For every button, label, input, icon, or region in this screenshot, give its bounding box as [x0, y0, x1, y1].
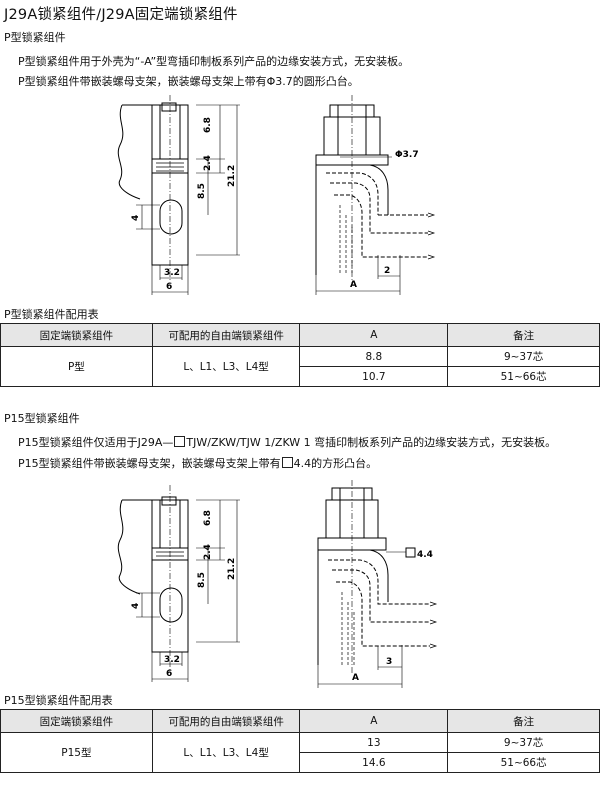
square-symbol-icon [281, 457, 293, 468]
note-cell: 51~66芯 [447, 366, 600, 387]
table-row: P型 L、L1、L3、L4型 8.8 9~37芯 [0, 346, 600, 387]
p15-line1-part-a: P15型锁紧组件仅适用于J29A— [18, 436, 174, 449]
column-header: A [299, 709, 449, 733]
p15-dim-2-4: 2.4 [203, 544, 213, 560]
table-header-row: 固定端锁紧组件 可配用的自由端锁紧组件 A 备注 [0, 323, 600, 347]
p-dim-6-8: 6.8 [203, 117, 213, 133]
p-config-table: 固定端锁紧组件 可配用的自由端锁紧组件 A 备注 P型 L、L1、L3、L4型 … [0, 323, 600, 387]
fixed-end-type-cell: P15型 [0, 732, 153, 773]
p15-dim-3-2: 3.2 [164, 655, 180, 665]
p-dim-a: A [350, 280, 357, 290]
table-row: 10.7 51~66芯 [1, 366, 600, 387]
page-title: J29A锁紧组件/J29A固定端锁紧组件 [4, 7, 238, 23]
table-row: 14.6 51~66芯 [1, 752, 600, 773]
p-dim-phi-3-7: Φ3.7 [395, 150, 419, 160]
column-header: 可配用的自由端锁紧组件 [151, 323, 301, 347]
column-header: 固定端锁紧组件 [0, 709, 153, 733]
fixed-end-type-cell: P型 [0, 346, 153, 387]
p-dim-2-4: 2.4 [203, 155, 213, 171]
p-dim-4: 4 [131, 215, 141, 221]
p15-description-line1: P15型锁紧组件仅适用于J29A— TJW/ZKW/TJW 1/ZKW 1 弯插印… [18, 434, 556, 450]
p15-dim-6: 6 [166, 669, 172, 679]
p-dim-3-2: 3.2 [164, 268, 180, 278]
p15-line1-part-b: TJW/ZKW/TJW 1/ZKW 1 弯插印制板系列产品的边缘安装方式，无安装… [186, 436, 557, 449]
column-header: 备注 [447, 323, 600, 347]
note-cell: 9~37芯 [447, 732, 600, 753]
p-dim-2: 2 [384, 266, 390, 276]
free-end-types-cell: L、L1、L3、L4型 [151, 732, 301, 773]
p-description-line2: P型锁紧组件带嵌装螺母支架，嵌装螺母支架上带有Φ3.7的圆形凸台。 [18, 75, 359, 88]
p-dim-6: 6 [166, 282, 172, 292]
table-header-row: 固定端锁紧组件 可配用的自由端锁紧组件 A 备注 [0, 709, 600, 733]
p-side-view-drawing: 6.8 2.4 21.2 8.5 4 3.2 6 [117, 95, 240, 295]
p-dim-8-5: 8.5 [197, 183, 207, 199]
p-dim-21-2: 21.2 [227, 165, 237, 187]
p-table-caption: P型锁紧组件配用表 [4, 308, 99, 321]
column-header: 固定端锁紧组件 [0, 323, 153, 347]
p-section-heading: P型锁紧组件 [4, 31, 66, 44]
p15-description-line2: P15型锁紧组件带嵌装螺母支架，嵌装螺母支架上带有 4.4的方形凸台。 [18, 455, 377, 471]
blank-square-icon [174, 436, 186, 447]
p15-dim-4: 4 [131, 603, 141, 609]
p-description-line1: P型锁紧组件用于外壳为“-A”型弯插印制板系列产品的边缘安装方式，无安装板。 [18, 55, 410, 68]
p15-front-view-drawing: 4.4 A 3 [317, 480, 438, 688]
table-row: P15型 L、L1、L3、L4型 13 9~37芯 [0, 732, 600, 773]
a-value-cell: 10.7 [299, 366, 449, 387]
p15-section-heading: P15型锁紧组件 [4, 412, 80, 425]
free-end-types-cell: L、L1、L3、L4型 [151, 346, 301, 387]
p15-dim-a: A [352, 673, 359, 683]
note-cell: 51~66芯 [447, 752, 600, 773]
p15-dim-21-2: 21.2 [227, 558, 237, 580]
p-front-view-drawing: Φ3.7 A 2 [315, 95, 436, 295]
p15-dim-square-4-4: 4.4 [417, 550, 433, 560]
p15-config-table: 固定端锁紧组件 可配用的自由端锁紧组件 A 备注 P15型 L、L1、L3、L4… [0, 709, 600, 773]
column-header: 可配用的自由端锁紧组件 [151, 709, 301, 733]
p15-line2-part-a: P15型锁紧组件带嵌装螺母支架，嵌装螺母支架上带有 [18, 457, 281, 470]
p15-dim-8-5: 8.5 [197, 572, 207, 588]
p15-table-caption: P15型锁紧组件配用表 [4, 694, 113, 707]
p15-line2-part-b: 4.4的方形凸台。 [293, 457, 378, 470]
a-value-cell: 8.8 [299, 346, 449, 367]
p15-side-view-drawing: 6.8 2.4 21.2 8.5 4 3.2 6 [117, 485, 240, 682]
column-header: A [299, 323, 449, 347]
p15-dim-3: 3 [386, 657, 392, 667]
p15-dim-6-8: 6.8 [203, 510, 213, 526]
note-cell: 9~37芯 [447, 346, 600, 367]
column-header: 备注 [447, 709, 600, 733]
a-value-cell: 14.6 [299, 752, 449, 773]
a-value-cell: 13 [299, 732, 449, 753]
